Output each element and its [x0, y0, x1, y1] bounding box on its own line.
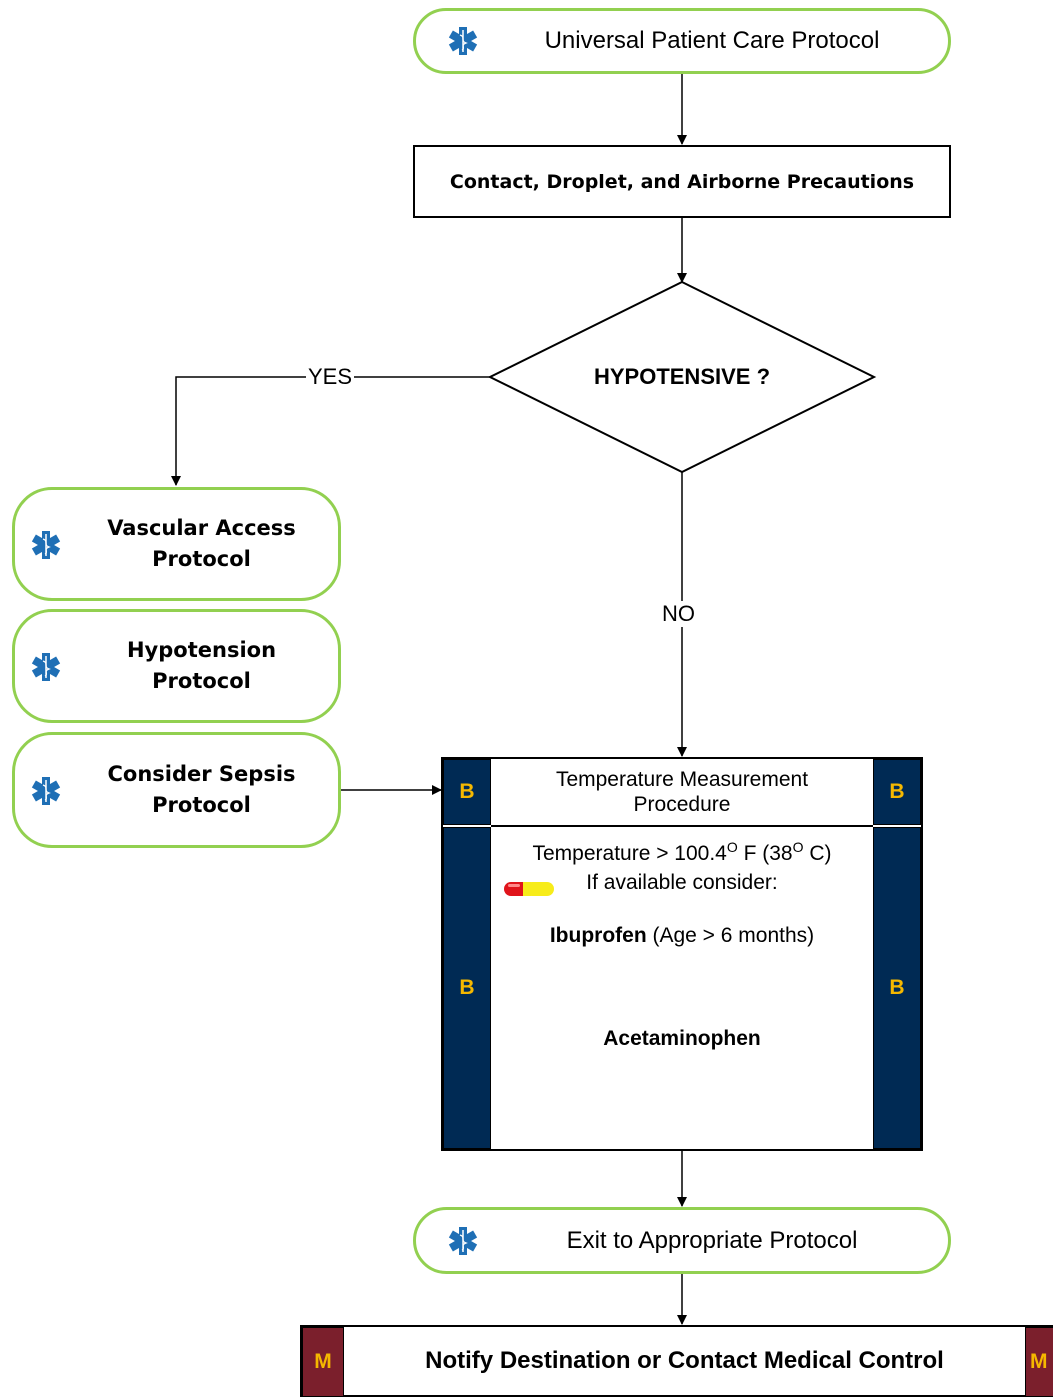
- star-of-life-icon: [448, 1226, 478, 1256]
- start-protocol-label: Universal Patient Care Protocol: [544, 27, 880, 54]
- precautions-box: Contact, Droplet, and Airborne Precautio…: [413, 145, 951, 218]
- notify-label: Notify Destination or Contact Medical Co…: [425, 1347, 944, 1374]
- level-m-badge: M: [302, 1327, 344, 1397]
- notify-box: M M Notify Destination or Contact Medica…: [300, 1325, 1053, 1397]
- star-of-life-icon: [31, 530, 61, 560]
- star-of-life-icon: [31, 776, 61, 806]
- level-b-badge: B: [873, 759, 921, 825]
- hypotension-label-line2: Protocol: [152, 669, 251, 693]
- hypotension-label-line1: Hypotension: [126, 638, 277, 662]
- sepsis-label-line2: Protocol: [152, 793, 251, 817]
- level-b-badge: B: [443, 759, 491, 825]
- level-m-badge: M: [1025, 1327, 1053, 1397]
- star-of-life-icon: [448, 26, 478, 56]
- level-b-badge: B: [443, 827, 491, 1149]
- ibuprofen-name: Ibuprofen: [549, 924, 647, 947]
- exit-protocol-link[interactable]: Exit to Appropriate Protocol: [413, 1207, 951, 1274]
- decision-label: HYPOTENSIVE ?: [593, 364, 771, 389]
- vascular-access-protocol-link[interactable]: Vascular Access Protocol: [12, 487, 341, 601]
- start-protocol-link[interactable]: Universal Patient Care Protocol: [413, 8, 951, 74]
- sepsis-label-line1: Consider Sepsis: [107, 762, 296, 786]
- temperature-title[interactable]: Temperature Measurement Procedure: [491, 759, 873, 827]
- no-label: NO: [660, 601, 697, 627]
- yes-label: YES: [306, 364, 355, 390]
- pill-capsule-icon: [504, 882, 554, 896]
- temperature-title-line1: Temperature Measurement: [555, 768, 809, 791]
- star-of-life-icon: [31, 652, 61, 682]
- vascular-access-label-line1: Vascular Access: [107, 516, 296, 540]
- temperature-procedure-block: B B B B Temperature Measurement Procedur…: [441, 757, 923, 1151]
- vascular-access-label-line2: Protocol: [152, 547, 251, 571]
- sepsis-protocol-link[interactable]: Consider Sepsis Protocol: [12, 732, 341, 848]
- ibuprofen-note: (Age > 6 months): [646, 924, 815, 947]
- exit-protocol-label: Exit to Appropriate Protocol: [566, 1226, 858, 1254]
- arrow-yes-branch: [171, 376, 490, 486]
- consider-label: If available consider:: [586, 871, 778, 894]
- temperature-criteria: Temperature > 100.4O F (38O C): [532, 839, 832, 865]
- precautions-label: Contact, Droplet, and Airborne Precautio…: [449, 170, 915, 193]
- ibuprofen-item: Ibuprofen (Age > 6 months): [491, 924, 873, 948]
- temperature-title-line2: Procedure: [633, 793, 731, 816]
- level-b-badge: B: [873, 827, 921, 1149]
- hypotension-protocol-link[interactable]: Hypotension Protocol: [12, 609, 341, 723]
- acetaminophen-item: Acetaminophen: [603, 1027, 761, 1050]
